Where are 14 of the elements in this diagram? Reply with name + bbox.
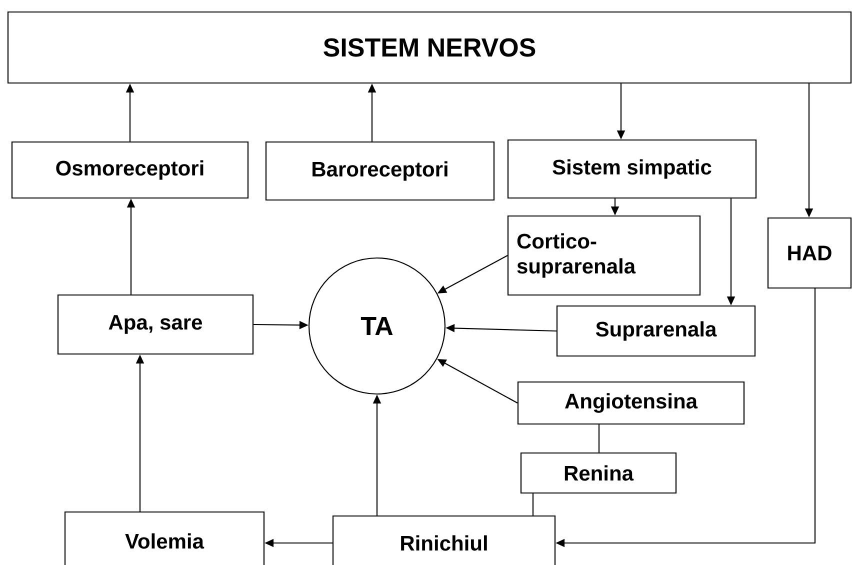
process-box: Angiotensina — [517, 381, 745, 425]
process-box: Suprarenala — [556, 305, 756, 357]
process-box: Apa, sare — [57, 294, 254, 355]
process-box: Volemia — [64, 511, 265, 565]
process-box: Cortico- suprarenala — [507, 215, 701, 296]
connector-line — [598, 424, 600, 452]
process-box: Renina — [520, 452, 677, 494]
process-box: Sistem simpatic — [507, 139, 757, 199]
process-box: Baroreceptori — [265, 141, 495, 201]
process-box: HAD — [767, 217, 852, 289]
process-box: Rinichiul — [332, 515, 556, 565]
process-box: Osmoreceptori — [11, 141, 249, 199]
title-box: SISTEM NERVOS — [7, 11, 852, 84]
connector-line — [532, 494, 534, 516]
